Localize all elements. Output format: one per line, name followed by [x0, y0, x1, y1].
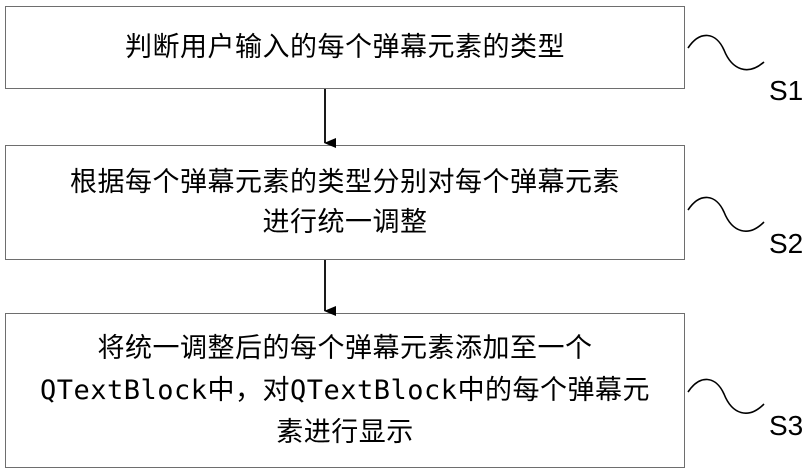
step-label-s3: S3 — [769, 410, 803, 442]
wave-connector-icon — [688, 35, 764, 69]
step-box-s3: 将统一调整后的每个弹幕元素添加至一个 QTextBlock中，对QTextBloc… — [5, 313, 685, 468]
wave-connector-icon — [688, 197, 764, 231]
step-text-s3-line2-part4: 中的每个弹幕元 — [458, 375, 651, 406]
step-text-s2-line1: 根据每个弹幕元素的类型分别对每个弹幕元素 — [70, 167, 620, 198]
step-box-s1: 判断用户输入的每个弹幕元素的类型 — [5, 6, 685, 89]
step-box-s2: 根据每个弹幕元素的类型分别对每个弹幕元素进行统一调整 — [5, 145, 685, 260]
step-text-s3-line2-part2: 中，对 — [208, 375, 291, 406]
step-text-s3-line1: 将统一调整后的每个弹幕元素添加至一个 — [98, 333, 593, 364]
step-text-s1: 判断用户输入的每个弹幕元素的类型 — [125, 28, 565, 68]
step-text-s3-line3: 素进行显示 — [276, 417, 414, 448]
step-label-s2: S2 — [769, 228, 803, 260]
step-text-s2: 根据每个弹幕元素的类型分别对每个弹幕元素进行统一调整 — [70, 163, 620, 243]
wave-connector-icon — [688, 379, 764, 413]
step-label-s1: S1 — [769, 75, 803, 107]
step-text-s3: 将统一调整后的每个弹幕元素添加至一个 QTextBlock中，对QTextBloc… — [40, 328, 650, 454]
step-text-s3-line2-part3: QTextBlock — [290, 375, 458, 406]
step-text-s2-line2: 进行统一调整 — [263, 207, 428, 238]
step-text-s3-line2-part1: QTextBlock — [40, 375, 208, 406]
